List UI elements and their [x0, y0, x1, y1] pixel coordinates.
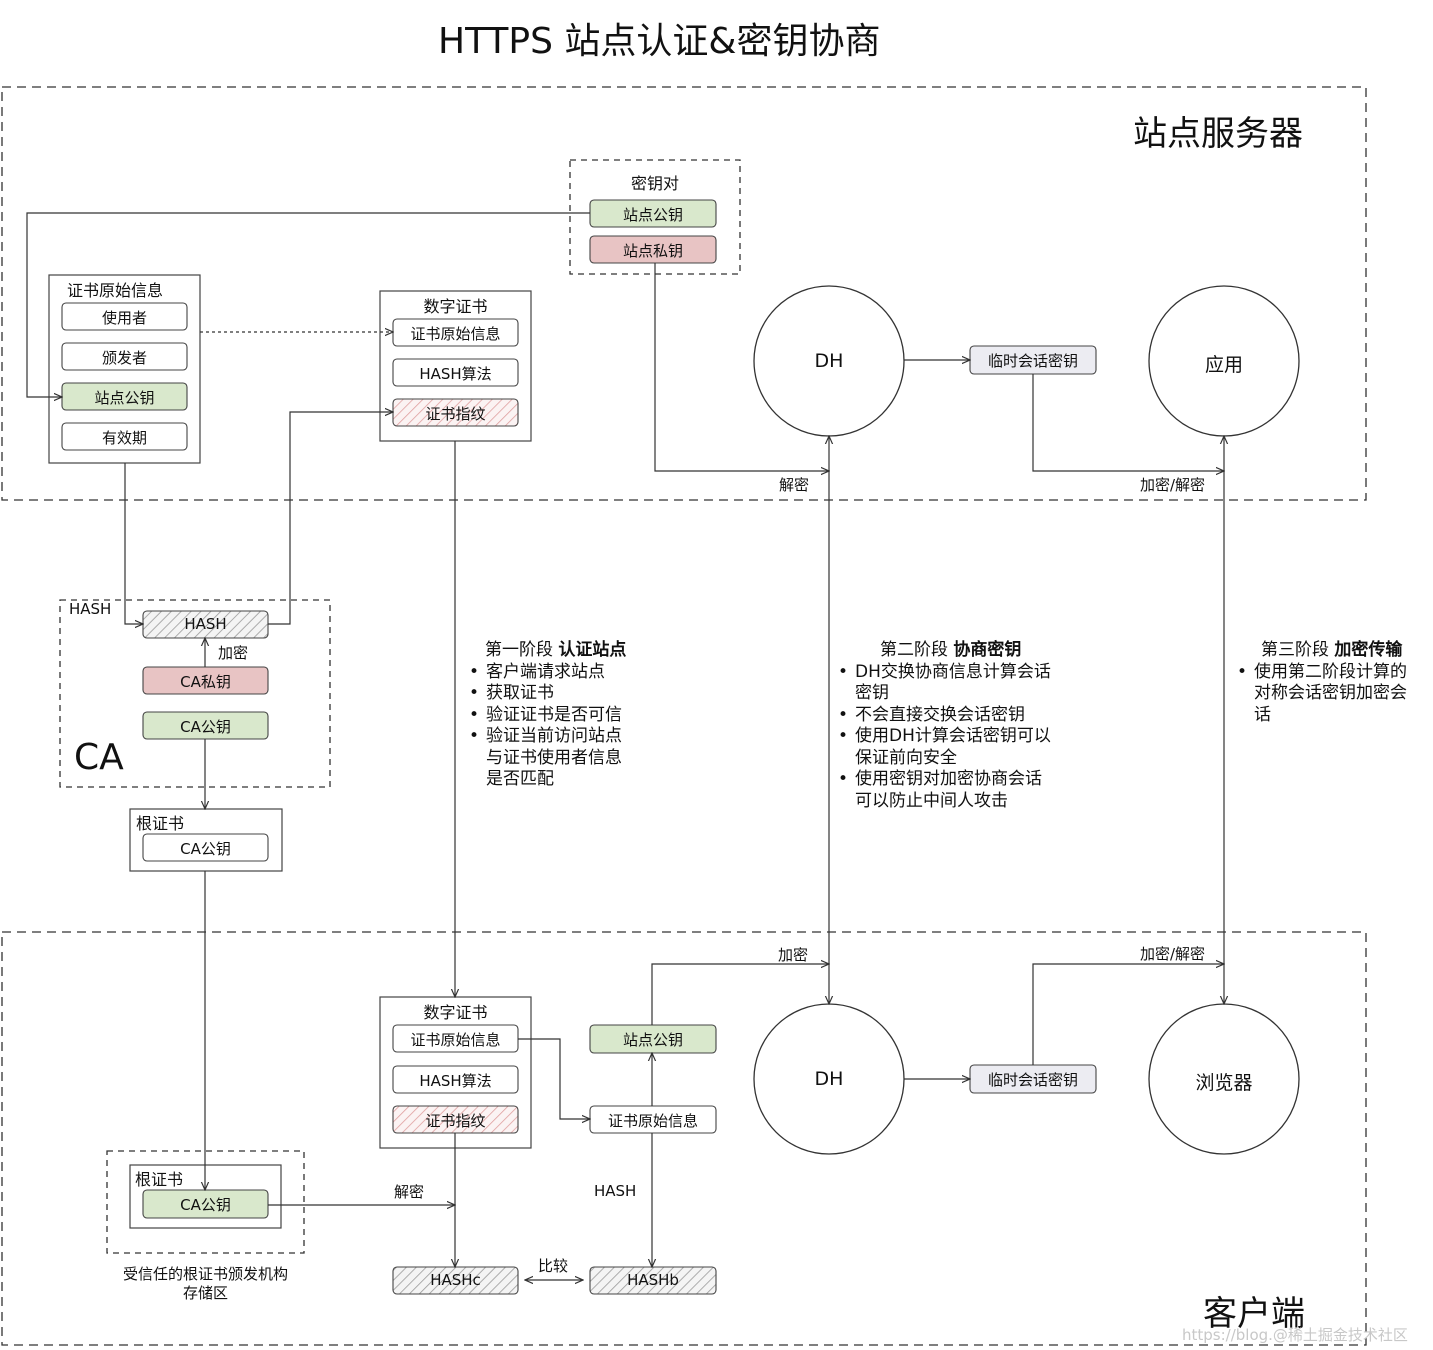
- root-cert-ca-public-key: [142, 833, 269, 862]
- page-title: HTTPS 站点认证&密钥协商: [438, 21, 881, 62]
- cert-raw-item: 使用者: [101, 309, 147, 327]
- arrow-private-key-decrypt: [654, 263, 829, 471]
- keypair-public-key-label: 站点公钥: [622, 206, 683, 224]
- server-decrypt-label: 解密: [779, 476, 810, 494]
- client-encdec-label: 加密/解密: [1140, 945, 1206, 963]
- hashc-label: HASHc: [430, 1271, 481, 1289]
- client-site-public-key-label: 站点公钥: [622, 1031, 683, 1049]
- phase2-notes: 第二阶段 协商密钥 DH交换协商信息计算会话 密钥 不会直接交换会话密钥 使用D…: [838, 640, 1078, 812]
- client-digital-cert-label: 数字证书: [423, 1003, 488, 1022]
- cert-raw-label: 证书原始信息: [67, 281, 164, 300]
- phase2-heading: 第二阶段 协商密钥: [880, 640, 1022, 660]
- trusted-store-group: [106, 1150, 305, 1254]
- arrow-site-public-key-to-cert-raw: [26, 212, 590, 397]
- server-dh-label: DH: [814, 350, 844, 372]
- server-region: [1, 86, 1367, 501]
- phase3-list: 使用第二阶段计算的 对称会话密钥加密会 话: [1237, 662, 1427, 727]
- server-region-label: 站点服务器: [1133, 114, 1303, 154]
- client-cert-item: 证书指纹: [425, 1112, 486, 1130]
- cert-raw-issuer: [61, 342, 188, 371]
- phase3-notes: 第三阶段 加密传输 使用第二阶段计算的 对称会话密钥加密会 话: [1237, 640, 1427, 726]
- arrow-cert-raw-to-hash: [124, 463, 143, 624]
- client-session-key-label: 临时会话密钥: [987, 1071, 1078, 1089]
- server-session-key-label: 临时会话密钥: [987, 352, 1078, 370]
- phase1-bullet: 获取证书: [469, 683, 669, 705]
- phase2-bullet: 使用密钥对加密协商会话 可以防止中间人攻击: [838, 769, 1078, 812]
- root-cert-label: 根证书: [136, 814, 185, 833]
- ca-big-label: CA: [74, 737, 124, 778]
- phase1-heading: 第一阶段 认证站点: [485, 640, 627, 660]
- browser-label: 浏览器: [1195, 1072, 1253, 1094]
- client-cert-item: HASH算法: [419, 1072, 492, 1090]
- watermark: https://blog.@稀土掘金技术社区: [1182, 1326, 1408, 1344]
- cert-raw-item: 颁发者: [101, 349, 147, 367]
- client-root-cert-item-label: CA公钥: [180, 1196, 231, 1214]
- server-encdec-label: 加密/解密: [1140, 476, 1206, 494]
- ca-encrypt-label: 加密: [218, 644, 249, 662]
- cert-raw-item: 站点公钥: [94, 389, 155, 407]
- ca-hash-box-label: HASH: [184, 615, 227, 633]
- root-cert-item-label: CA公钥: [180, 840, 231, 858]
- phase1-bullet: 客户端请求站点: [469, 662, 669, 684]
- client-region: [1, 931, 1367, 1346]
- app-label: 应用: [1204, 354, 1243, 376]
- client-encrypt-label: 加密: [778, 946, 809, 964]
- cert-raw-item: 有效期: [101, 429, 147, 447]
- phase2-bullet: 使用DH计算会话密钥可以 保证前向安全: [838, 726, 1078, 769]
- arrow-client-public-key-encrypt: [651, 964, 829, 1025]
- phase1-bullet: 验证当前访问站点 与证书使用者信息 是否匹配: [469, 726, 669, 791]
- arrow-session-key-to-app: [1032, 374, 1224, 471]
- server-cert-item: HASH算法: [419, 365, 492, 383]
- server-cert-item: 证书原始信息: [410, 325, 501, 343]
- ca-private-key-label: CA私钥: [180, 673, 231, 691]
- client-cert-raw-label: 证书原始信息: [607, 1112, 698, 1130]
- server-cert-hash-algo: [392, 358, 519, 387]
- keypair-private-key: [589, 235, 717, 264]
- keypair-private-key-label: 站点私钥: [622, 242, 683, 260]
- trusted-store-label: 受信任的根证书颁发机构: [122, 1265, 288, 1283]
- client-cert-hash-algo: [392, 1065, 519, 1094]
- server-digital-cert-label: 数字证书: [423, 297, 488, 316]
- arrow-client-session-to-browser: [1032, 964, 1224, 1065]
- ca-hash-group-label: HASH: [69, 600, 112, 618]
- keypair-label: 密钥对: [630, 174, 679, 193]
- trusted-store-label: 存储区: [182, 1284, 228, 1302]
- arrow-hash-to-fingerprint: [268, 412, 393, 625]
- client-dh-label: DH: [814, 1068, 844, 1090]
- phase1-list: 客户端请求站点 获取证书 验证证书是否可信 验证当前访问站点 与证书使用者信息 …: [469, 662, 669, 791]
- phase3-heading: 第三阶段 加密传输: [1261, 640, 1403, 660]
- arrow-cert-raw-extract: [518, 1038, 590, 1119]
- client-region-label: 客户端: [1203, 1294, 1305, 1334]
- cert-raw-validity: [61, 422, 188, 451]
- phase2-bullet: 不会直接交换会话密钥: [838, 705, 1078, 727]
- hashb-label: HASHb: [627, 1271, 679, 1289]
- client-hash-label: HASH: [594, 1182, 637, 1200]
- ca-public-key-label: CA公钥: [180, 718, 231, 736]
- client-decrypt-label: 解密: [394, 1183, 425, 1201]
- phase1-notes: 第一阶段 认证站点 客户端请求站点 获取证书 验证证书是否可信 验证当前访问站点…: [469, 640, 669, 791]
- phase3-bullet: 使用第二阶段计算的 对称会话密钥加密会 话: [1237, 662, 1427, 727]
- phase2-bullet: DH交换协商信息计算会话 密钥: [838, 662, 1078, 705]
- server-cert-item: 证书指纹: [425, 405, 486, 423]
- phase2-list: DH交换协商信息计算会话 密钥 不会直接交换会话密钥 使用DH计算会话密钥可以 …: [838, 662, 1078, 813]
- client-cert-item: 证书原始信息: [410, 1031, 501, 1049]
- client-root-cert-label: 根证书: [135, 1170, 184, 1189]
- cert-raw-user: [61, 302, 188, 331]
- phase1-bullet: 验证证书是否可信: [469, 705, 669, 727]
- ca-group: [59, 599, 331, 788]
- compare-label: 比较: [538, 1257, 569, 1275]
